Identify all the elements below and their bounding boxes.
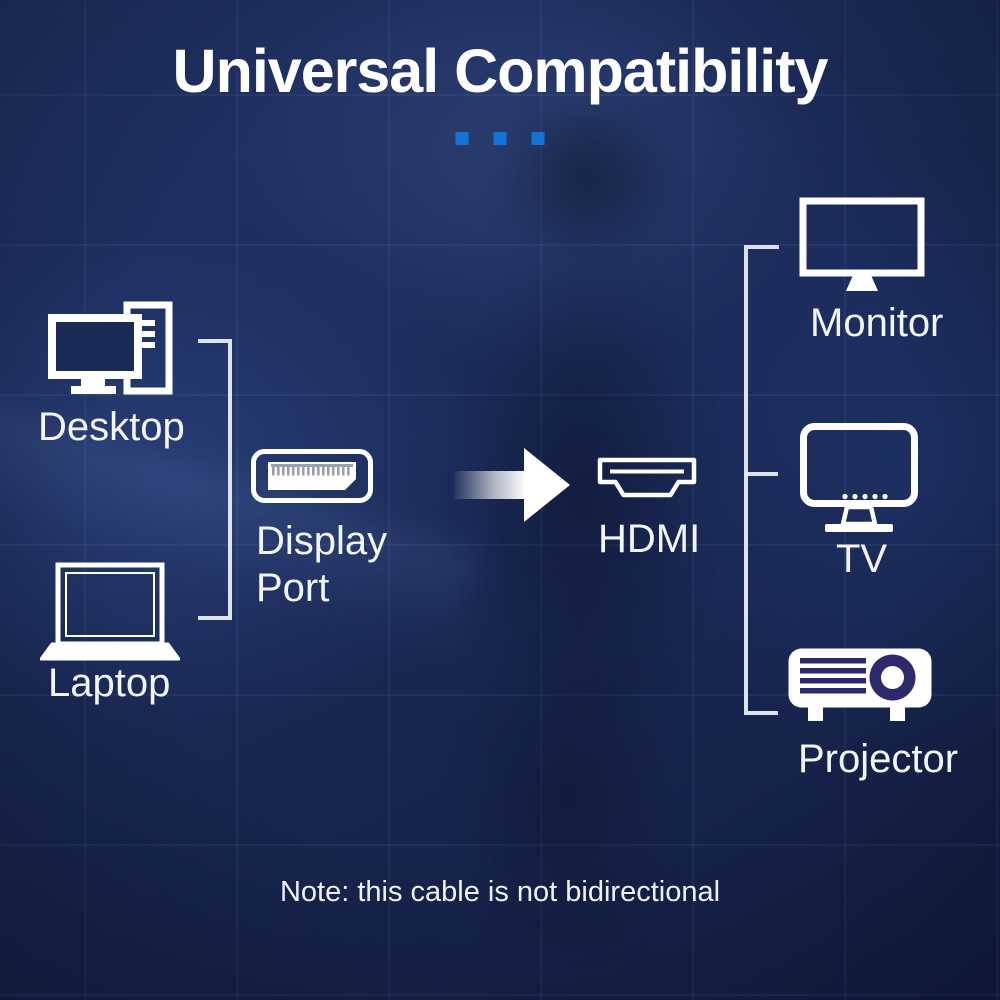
bracket-right <box>744 245 779 715</box>
monitor-icon <box>799 197 925 291</box>
tv-label: TV <box>836 537 888 581</box>
title-dots <box>455 132 545 145</box>
arrow-right-icon <box>454 448 570 522</box>
dot-icon <box>531 132 545 145</box>
page-title: Universal Compatibility <box>172 37 829 105</box>
hdmi-label: HDMI <box>598 517 701 561</box>
hdmi-icon <box>597 457 697 498</box>
dot-icon <box>493 132 507 145</box>
bracket-left <box>198 339 232 620</box>
desktop-icon <box>48 301 173 395</box>
projector-icon <box>788 648 932 721</box>
desktop-label: Desktop <box>38 405 185 449</box>
projector-label: Projector <box>798 737 959 781</box>
monitor-label: Monitor <box>810 301 944 345</box>
dot-icon <box>455 132 469 145</box>
note-text: Note: this cable is not bidirectional <box>279 876 721 908</box>
tv-icon <box>800 423 918 532</box>
laptop-label: Laptop <box>48 661 171 705</box>
laptop-icon <box>40 562 180 661</box>
displayport-icon <box>251 449 373 503</box>
displayport-label: Display Port <box>256 519 388 610</box>
